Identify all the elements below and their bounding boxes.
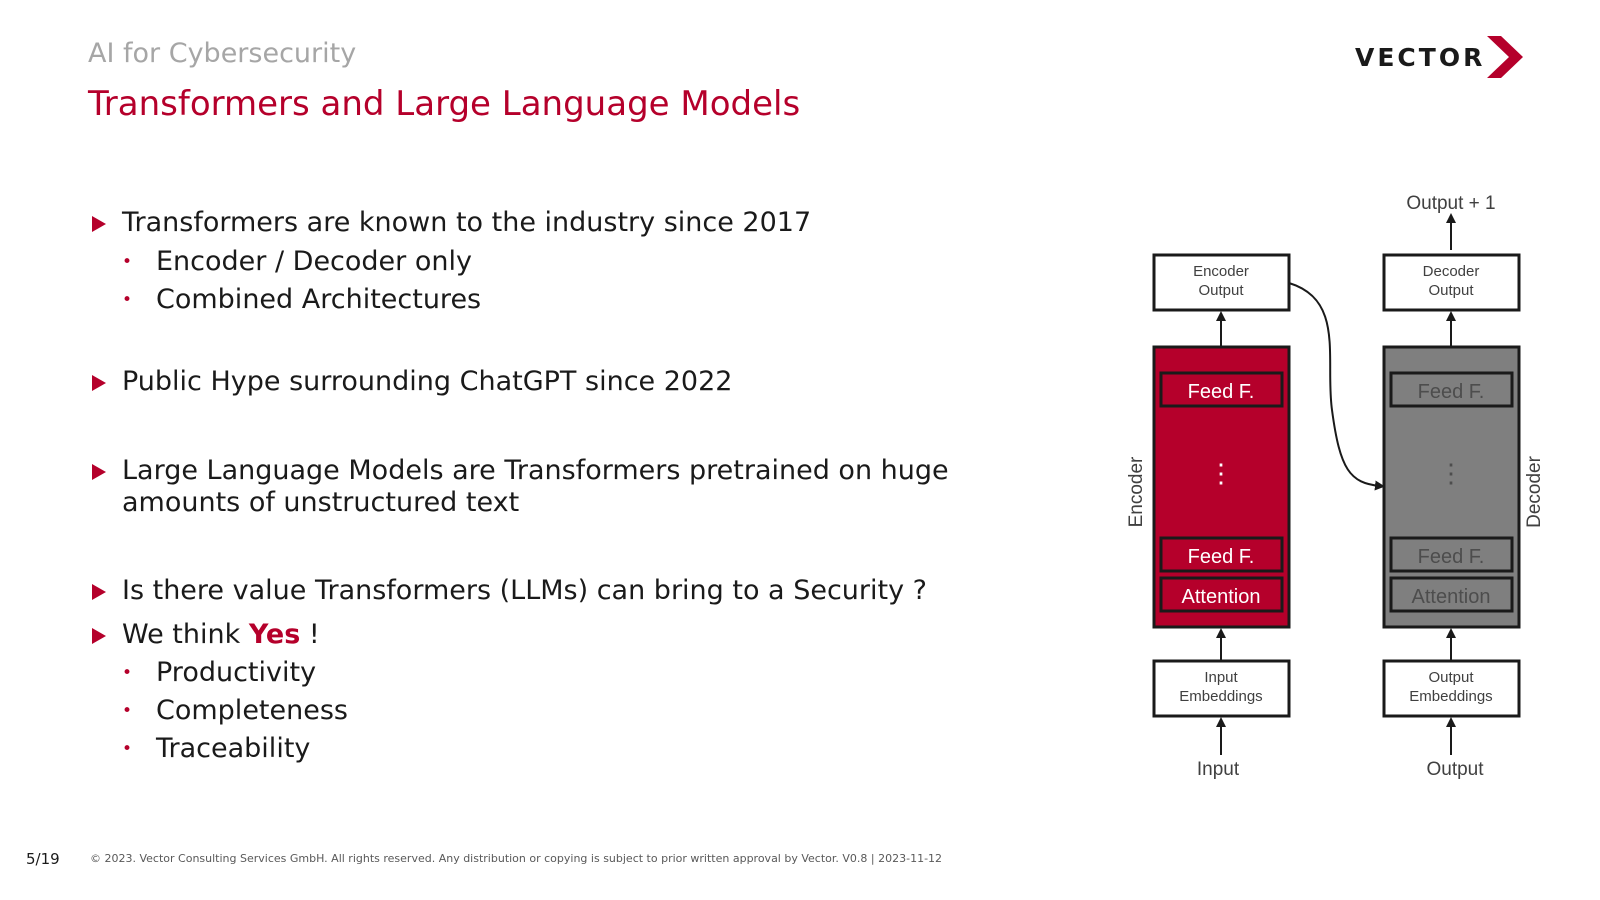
- encoder-feed-forward-top: Feed F.: [1188, 381, 1255, 403]
- decoder-stack: Feed F. ⋮ Feed F. Attention: [1382, 345, 1521, 629]
- triangle-bullet-icon: [92, 584, 106, 600]
- decoder-output-line1: Decoder: [1423, 263, 1480, 280]
- chevron-right-icon: [1487, 36, 1523, 78]
- presentation-subtitle: AI for Cybersecurity: [88, 38, 357, 69]
- input-embeddings-line2: Embeddings: [1179, 688, 1262, 705]
- output-label: Output: [1426, 759, 1484, 780]
- sub-bullet-text: Traceability: [156, 733, 311, 764]
- output-embeddings-line2: Embeddings: [1409, 688, 1492, 705]
- output-plus-one-label: Output + 1: [1406, 193, 1495, 214]
- decoder-attention: Attention: [1412, 586, 1491, 608]
- bullet-text-suffix: !: [300, 619, 320, 650]
- triangle-bullet-icon: [92, 216, 106, 232]
- input-label: Input: [1197, 759, 1240, 780]
- encoder-ellipsis: ⋮: [1208, 458, 1234, 488]
- decoder-feed-forward-top: Feed F.: [1418, 381, 1485, 403]
- encoder-feed-forward-bottom: Feed F.: [1188, 546, 1255, 568]
- encoder-output-box: Encoder Output: [1152, 253, 1291, 312]
- decoder-side-label: Decoder: [1524, 455, 1545, 527]
- sub-bullet-text: Combined Architectures: [156, 284, 482, 315]
- sub-bullet-text: Completeness: [156, 695, 348, 726]
- triangle-bullet-icon: [92, 628, 106, 644]
- decoder-feed-forward-bottom: Feed F.: [1418, 546, 1485, 568]
- encoder-output-line2: Output: [1198, 282, 1244, 299]
- bullet-text: Is there value Transformers (LLMs) can b…: [122, 575, 927, 606]
- triangle-bullet-icon: [92, 464, 106, 480]
- decoder-output-line2: Output: [1428, 282, 1474, 299]
- output-embeddings-box: Output Embeddings: [1382, 659, 1521, 718]
- dot-bullet-icon: •: [122, 252, 133, 272]
- output-embeddings-line1: Output: [1428, 669, 1474, 686]
- bullet-text: Public Hype surrounding ChatGPT since 20…: [122, 366, 733, 397]
- bullet-text-prefix: We think: [122, 619, 249, 650]
- dot-bullet-icon: •: [122, 739, 133, 759]
- logo-text: VECTOR: [1355, 43, 1486, 72]
- copyright-notice: © 2023. Vector Consulting Services GmbH.…: [90, 852, 943, 865]
- sub-bullet-text: Encoder / Decoder only: [156, 246, 472, 277]
- sub-bullet-text: Productivity: [156, 657, 317, 688]
- encoder-attention: Attention: [1182, 586, 1261, 608]
- arrow-encoder-to-decoder: [1288, 282, 1385, 491]
- input-embeddings-box: Input Embeddings: [1152, 659, 1291, 718]
- triangle-bullet-icon: [92, 375, 106, 391]
- encoder-side-label: Encoder: [1126, 456, 1147, 527]
- bullet-text: Large Language Models are Transformers p…: [122, 455, 949, 518]
- dot-bullet-icon: •: [122, 290, 133, 310]
- dot-bullet-icon: •: [122, 701, 133, 721]
- decoder-ellipsis: ⋮: [1438, 458, 1464, 488]
- slide-title: Transformers and Large Language Models: [88, 84, 801, 124]
- bullet-text: We think Yes !: [122, 619, 962, 651]
- page-number: 5/19: [26, 850, 60, 868]
- encoder-stack: Feed F. ⋮ Feed F. Attention: [1152, 345, 1291, 629]
- vector-logo: VECTOR: [1355, 36, 1527, 82]
- encoder-output-line1: Encoder: [1193, 263, 1249, 280]
- input-embeddings-line1: Input: [1204, 669, 1238, 686]
- decoder-output-box: Decoder Output: [1382, 253, 1521, 312]
- bullet-text: Transformers are known to the industry s…: [122, 207, 812, 238]
- dot-bullet-icon: •: [122, 663, 133, 683]
- emphasis-yes: Yes: [248, 619, 301, 650]
